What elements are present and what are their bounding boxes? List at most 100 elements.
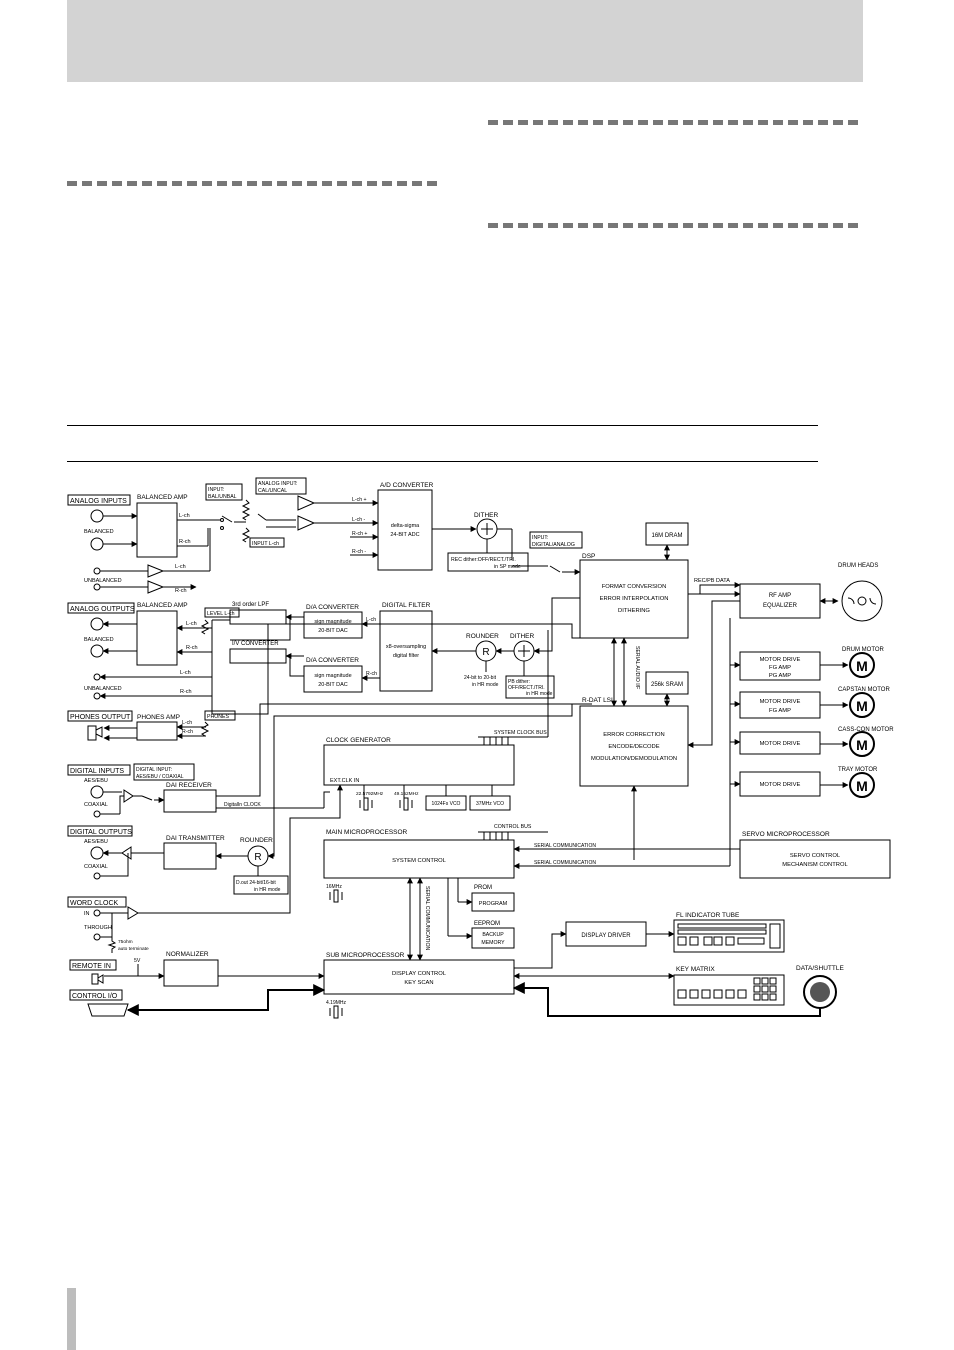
prom-title: PROM — [474, 885, 492, 891]
remote-in-label-box — [69, 959, 117, 971]
sub-micro-line1: DISPLAY CONTROL — [392, 971, 447, 977]
xtal-49mhz-icon — [399, 797, 413, 811]
balanced-amp-out-lch: L-ch — [186, 621, 197, 627]
tray-motor-label: TRAY MOTOR — [838, 767, 878, 773]
digital-input-selector-line2: AES/EBU / COAXIAL — [136, 774, 184, 780]
balanced-amp-in-lch: L-ch — [179, 513, 190, 519]
data-shuttle-label: DATA/SHUTTLE — [796, 965, 844, 972]
xlr-input-connector — [90, 509, 104, 523]
digital-input-selector-label-box — [133, 763, 195, 781]
digital-analog-selector-line2: DIGITAL/ANALOG — [532, 542, 575, 548]
cass-con-motor-symbol: M — [856, 737, 868, 753]
main-micro-xtal-label: 16MHz — [326, 884, 342, 890]
drum-heads-icon — [841, 580, 883, 622]
rf-amp-line2: EQUALIZER — [763, 603, 798, 609]
digital-in-coax-label: COAXIAL — [84, 802, 108, 808]
word-clock-in-jack — [93, 909, 101, 917]
bal-unbal-selector-line1: INPUT: — [208, 487, 224, 493]
digital-filter-title: DIGITAL FILTER — [382, 602, 431, 609]
output-level-pot — [200, 619, 210, 635]
level-lch-label: LEVEL L-ch — [207, 611, 235, 617]
serial-comm-vertical-label: SERIAL COMMUNICATION — [424, 886, 430, 951]
rca-output-jack — [93, 673, 101, 681]
dai-transmitter-box — [163, 842, 217, 870]
sub-micro-xtal-icon — [329, 1005, 343, 1019]
ext-clk-in-label: EXT.CLK IN — [330, 778, 359, 784]
drum-motor-line1: MOTOR DRIVE — [760, 657, 801, 663]
sub-micro-box — [323, 959, 515, 995]
bal-unbal-selector-line2: BAL/UNBAL — [208, 494, 237, 500]
rounder-top-title: ROUNDER — [466, 633, 499, 640]
unbalanced-input-label: UNBALANCED — [84, 578, 122, 584]
cal-uncal-selector-line2: CAL/UNCAL — [258, 488, 287, 494]
drum-heads-label: DRUM HEADS — [838, 563, 878, 569]
dai-receiver-title: DAI RECEIVER — [166, 782, 212, 789]
dsp-line2: ERROR INTERPOLATION — [600, 596, 669, 602]
da-converter-2-title: D/A CONVERTER — [306, 657, 359, 664]
vco-37mhz-box — [469, 795, 511, 811]
servo-micro-box — [739, 839, 891, 879]
normalizer-title: NORMALIZER — [166, 951, 209, 958]
pb-dither-note-box — [505, 675, 555, 699]
clock-generator-box — [323, 744, 515, 786]
word-clock-label-box — [67, 896, 127, 908]
drum-motor-label: DRUM MOTOR — [842, 647, 885, 653]
word-clock-term1: 75ohm — [118, 939, 133, 945]
dai-receiver-box — [163, 789, 217, 813]
control-bus-label: CONTROL BUS — [494, 824, 532, 830]
digital-in-aes-label: AES/EBU — [84, 778, 108, 784]
remote-jack-icon — [91, 973, 104, 985]
tray-motor-symbol: M — [856, 778, 868, 794]
vco-1024fs-box — [425, 795, 467, 811]
unbal-lch-label: L-ch — [175, 564, 186, 570]
tray-motor-drive-box — [739, 771, 821, 797]
drum-motor-drive-box — [739, 651, 821, 681]
phones-lch: L-ch — [182, 720, 192, 726]
dither-pb-title: DITHER — [510, 633, 535, 640]
balanced-amp-in-title: BALANCED AMP — [137, 494, 188, 501]
rounder-top-symbol: R — [482, 647, 489, 658]
pb-dither-note2: OFF/RECT./TRI. — [508, 685, 545, 691]
digital-out-coax-label: COAXIAL — [84, 864, 108, 870]
unbalanced-buffer-amp — [147, 564, 165, 578]
cal-uncal-selector-line1: ANALOG INPUT: — [258, 481, 298, 487]
unbal-rch-label: R-ch — [175, 588, 187, 594]
section-divider — [488, 223, 858, 228]
word-clock-term2: auto terminate — [118, 946, 149, 952]
control-io-connector — [87, 1003, 129, 1017]
rec-dither-note-box — [447, 552, 529, 572]
aes-input-connector — [90, 785, 104, 799]
rec-pb-data-label: REC/PB DATA — [694, 578, 730, 584]
phones-output-label-box — [67, 710, 133, 722]
rounder-bottom-note1: D.out 24-bit/16-bit — [236, 880, 276, 886]
normalizer-box — [163, 959, 219, 987]
fl-tube-icon — [673, 919, 785, 953]
iv-converter-label: I/V CONVERTER — [232, 641, 279, 647]
remote-5v-label: 5V — [134, 958, 141, 964]
dsp-box — [579, 559, 689, 639]
capstan-motor-line1: MOTOR DRIVE — [760, 699, 801, 705]
balanced-amp-in-rch: R-ch — [179, 539, 191, 545]
clock-generator-title: CLOCK GENERATOR — [326, 737, 391, 744]
section-divider — [67, 181, 437, 186]
dsp-line1: FORMAT CONVERSION — [602, 584, 667, 590]
prom-label: PROGRAM — [479, 901, 508, 907]
xlr-output-connector — [90, 617, 104, 631]
rounder-bottom-note2: in HR mode — [254, 887, 281, 893]
dsp-line3: DITHERING — [618, 608, 650, 614]
input-volume-pot — [241, 527, 251, 543]
analog-out-lch: L-ch — [180, 670, 191, 676]
ad-driver-amp — [297, 515, 316, 531]
bal-unbal-switch — [221, 515, 233, 523]
word-clock-label: WORD CLOCK — [70, 900, 119, 907]
cal-uncal-switch — [257, 513, 267, 521]
da-converter-2-line1: sign magnitude — [314, 673, 351, 679]
phones-output-label: PHONES OUTPUT — [70, 714, 131, 721]
phones-volume-label-box — [204, 710, 236, 721]
header-band — [67, 0, 863, 82]
control-io-label: CONTROL I/O — [72, 993, 118, 1000]
ad-converter-box — [377, 489, 433, 571]
adc-rch-minus: R-ch - — [352, 549, 366, 555]
unbalanced-buffer-amp — [147, 580, 165, 594]
